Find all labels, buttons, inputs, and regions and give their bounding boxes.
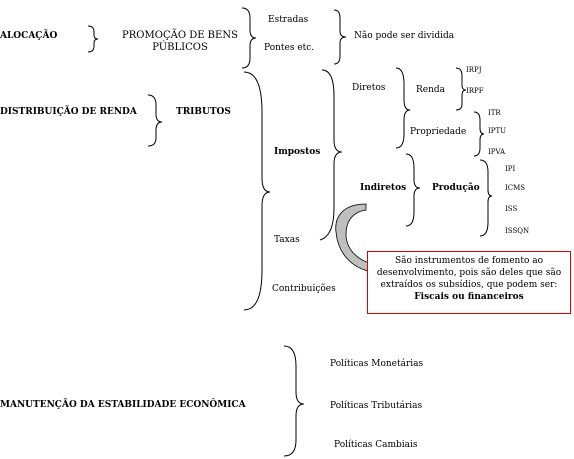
label-distribuicao: DISTRIBUIÇÃO DE RENDA (0, 107, 137, 117)
label-tributos: TRIBUTOS (176, 107, 231, 117)
label-tributarias: Políticas Tributárias (330, 401, 423, 411)
label-itr: ITR (488, 109, 501, 117)
brace-indiretos (405, 153, 421, 227)
label-estabilidade: MANUTENÇÃO DA ESTABILIDADE ECONÔMICA (0, 400, 246, 410)
label-alocacao: ALOCAÇÃO (0, 31, 58, 41)
label-diretos: Diretos (352, 83, 386, 93)
label-propriedade: Propriedade (410, 127, 467, 137)
brace-alocacao (87, 25, 99, 53)
label-promocao-l1: PROMOÇÃO DE BENS (122, 30, 238, 41)
label-cambiais: Políticas Cambiais (334, 440, 418, 450)
label-producao: Produção (432, 183, 480, 193)
callout-bold: Fiscais ou financeiros (414, 292, 524, 302)
label-indiretos: Indiretos (360, 183, 407, 193)
label-estradas: Estradas (268, 15, 309, 25)
label-ipva: IPVA (488, 148, 506, 156)
brace-producao (479, 159, 493, 237)
brace-tributos (243, 71, 271, 311)
brace-promocao (241, 7, 257, 69)
label-renda: Renda (416, 85, 446, 95)
callout-text: São instrumentos de fomento ao desenvolv… (376, 256, 562, 290)
label-pontes: Pontes etc. (264, 43, 315, 53)
brace-propriedade (473, 111, 485, 157)
brace-renda (455, 67, 467, 111)
label-iss: ISS (505, 205, 518, 213)
label-irpf: IRPF (466, 87, 484, 95)
label-irpj: IRPJ (466, 66, 482, 74)
callout-box: São instrumentos de fomento ao desenvolv… (367, 251, 571, 314)
label-promocao-l2: PÚBLICOS (152, 42, 208, 53)
brace-impostos (319, 69, 343, 241)
brace-distribuicao (147, 94, 163, 147)
label-nao-dividida: Não pode ser dividida (354, 31, 455, 41)
brace-estabilidade (283, 345, 305, 457)
label-monetarias: Políticas Monetárias (330, 359, 424, 369)
label-iptu: IPTU (488, 127, 507, 135)
label-impostos: Impostos (274, 147, 321, 157)
label-ipi: IPI (505, 165, 516, 173)
label-icms: ICMS (505, 184, 526, 192)
label-issqn: ISSQN (505, 227, 530, 235)
brace-diretos (395, 67, 411, 149)
brace-bens (333, 9, 347, 65)
label-taxas: Taxas (274, 235, 300, 245)
label-contribuicoes: Contribuições (272, 284, 336, 294)
